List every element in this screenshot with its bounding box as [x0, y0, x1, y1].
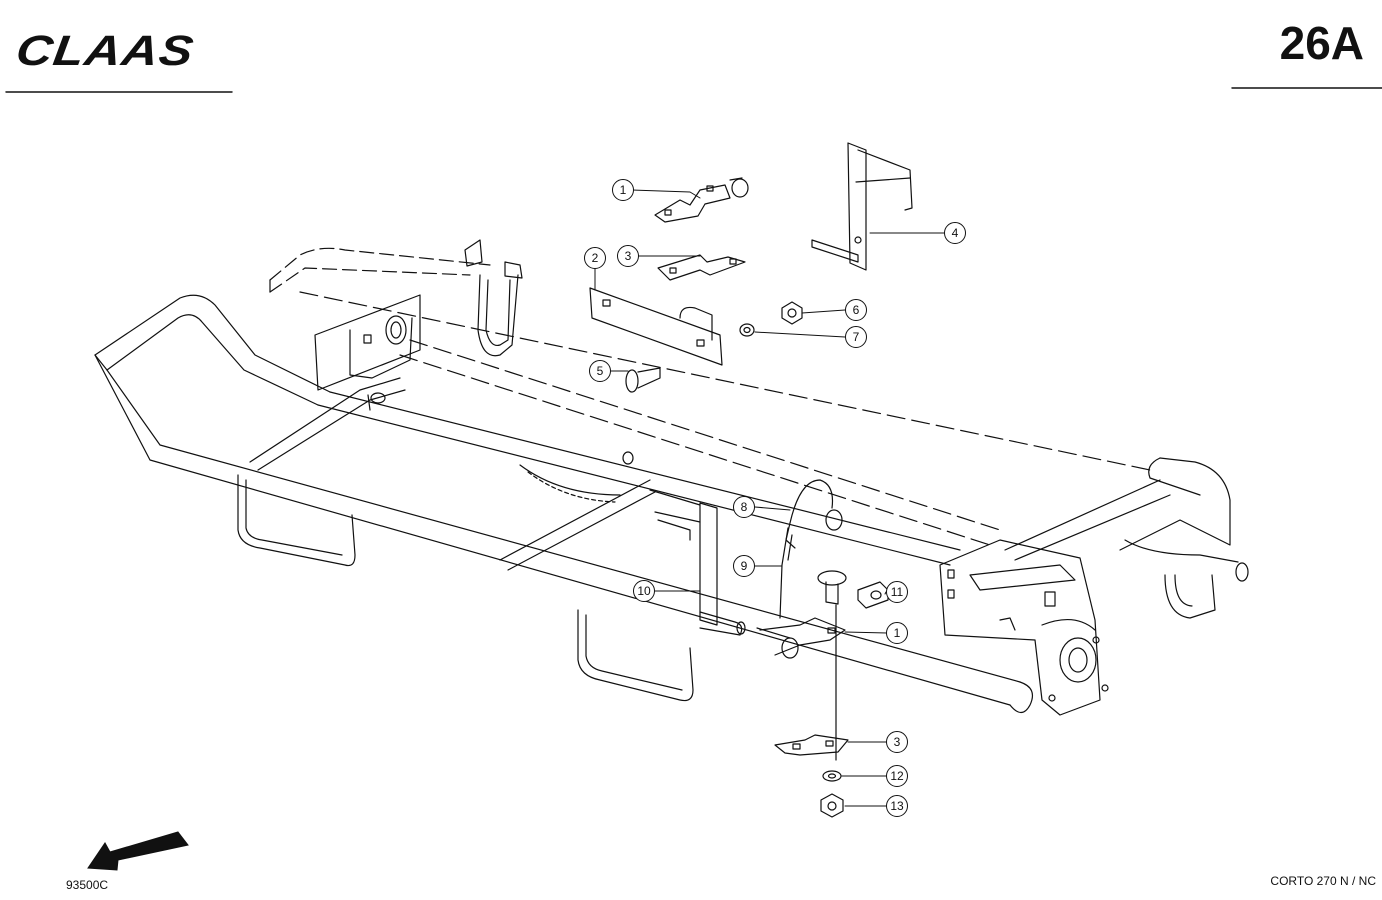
callout-part-1-lower: 1	[886, 622, 908, 644]
callout-part-12: 12	[886, 765, 908, 787]
part-5-bolt	[625, 367, 661, 393]
frame-rear-tube	[269, 247, 1151, 546]
part-11-bracket	[857, 581, 889, 609]
sheet-number: 26A	[1279, 17, 1364, 69]
right-tube-loop	[1004, 457, 1249, 619]
frame-skids	[237, 474, 694, 702]
part-1-hinge-top	[654, 177, 749, 223]
model-label: CORTO 270 N / NC	[1270, 874, 1376, 888]
leader-lines	[594, 189, 946, 807]
part-1-hinge-lower	[756, 617, 846, 659]
part-6-nut	[781, 301, 803, 325]
callout-part-4: 4	[944, 222, 966, 244]
callout-part-1: 1	[612, 179, 634, 201]
callout-part-7: 7	[845, 326, 867, 348]
carriage-bolt	[817, 570, 847, 605]
part-13-nut	[820, 793, 844, 818]
frame-long-bars	[94, 354, 1033, 714]
callout-part-3-lower: 3	[886, 731, 908, 753]
rear-u-loop	[477, 274, 519, 357]
left-bracket	[314, 239, 483, 391]
right-gearbox	[939, 539, 1109, 716]
part-3-strip-lower	[774, 734, 849, 756]
callout-part-5: 5	[589, 360, 611, 382]
frame-left-bar	[94, 294, 331, 406]
part-10-post	[649, 489, 746, 636]
part-9-pin	[779, 527, 793, 619]
callout-part-2: 2	[584, 247, 606, 269]
image-code: 93500C	[66, 878, 109, 892]
callout-part-13: 13	[886, 795, 908, 817]
part-7-washer	[739, 323, 755, 337]
callout-part-3: 3	[617, 245, 639, 267]
callout-part-9: 9	[733, 555, 755, 577]
centre-guide	[519, 464, 621, 496]
part-12-washer	[822, 770, 842, 782]
arrow-down-left-icon	[87, 831, 189, 871]
callout-part-10: 10	[633, 580, 655, 602]
callout-part-8: 8	[733, 496, 755, 518]
part-4-bracket	[811, 142, 913, 271]
callout-part-11: 11	[886, 581, 908, 603]
callout-part-6: 6	[845, 299, 867, 321]
part-2-plate	[589, 287, 723, 366]
frame-cross-members	[249, 377, 656, 571]
part-3-strip-top	[657, 254, 746, 281]
